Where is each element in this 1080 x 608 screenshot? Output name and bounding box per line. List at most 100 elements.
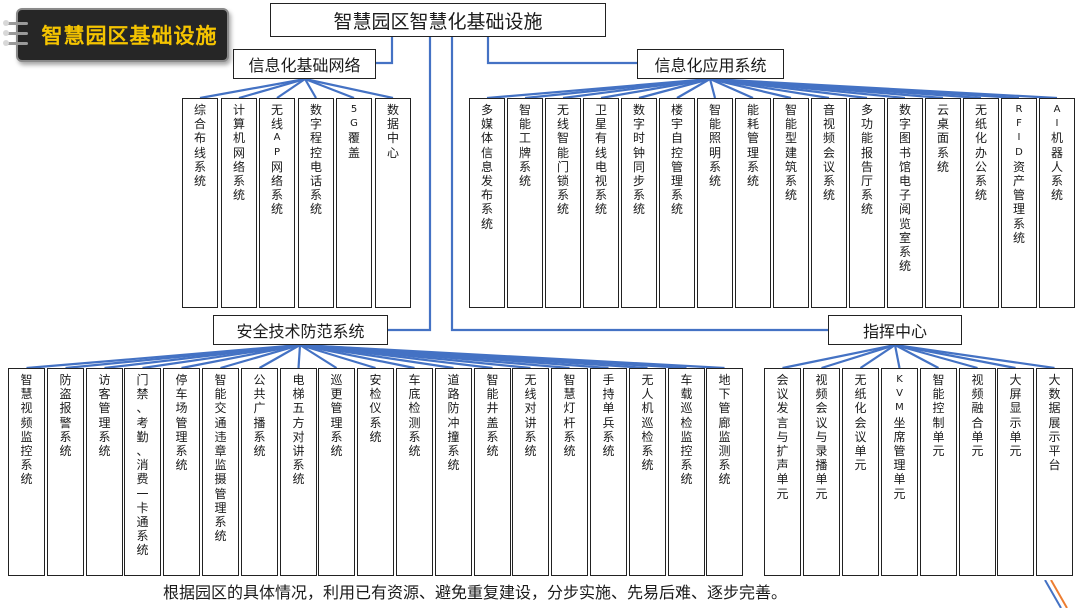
- pin-icon: [3, 40, 28, 46]
- leaf-label: 智能交通违章监摄管理系统: [214, 373, 227, 544]
- leaf-label: 公共广播系统: [253, 373, 266, 459]
- fan-line-security: [299, 343, 376, 370]
- leaf-command-7: 大数据展示平台: [1036, 368, 1073, 576]
- root-to-security-line: [388, 37, 432, 332]
- leaf-label: 手持单兵系统: [602, 373, 615, 459]
- leaf-apps-5: 楼宇自控管理系统: [659, 98, 695, 308]
- badge-title: 智慧园区基础设施: [41, 24, 218, 48]
- leaf-label: 智能工牌系统: [518, 103, 531, 189]
- leaf-command-4: 智能控制单元: [920, 368, 957, 576]
- fan-line-network: [238, 77, 306, 100]
- leaf-label: 综合布线系统: [193, 103, 206, 189]
- leaf-label: 能耗管理系统: [746, 103, 759, 189]
- leaf-label: 视频融合单元: [971, 373, 984, 459]
- fan-line-security: [299, 343, 725, 370]
- leaf-command-6: 大屏显示单元: [997, 368, 1034, 576]
- fan-line-network: [276, 78, 306, 99]
- fan-line-command: [894, 343, 978, 370]
- leaf-label: 卫星有线电视系统: [594, 103, 607, 217]
- group-command-label: 指挥中心: [862, 322, 927, 341]
- leaf-label: 智能井盖系统: [486, 373, 499, 459]
- leaf-security-1: 防盗报警系统: [47, 368, 84, 576]
- leaf-label: 会议发言与扩声单元: [776, 373, 789, 501]
- leaf-label: 无纸化办公系统: [974, 103, 987, 203]
- fan-line-command: [859, 344, 896, 369]
- leaf-security-10: 车底检测系统: [396, 368, 433, 576]
- leaf-label: 计算机网络系统: [232, 103, 245, 203]
- leaf-security-9: 安检仪系统: [357, 368, 394, 576]
- fan-line-apps: [638, 77, 711, 100]
- leaf-label: 数字图书馆电子阅览室系统: [898, 103, 911, 274]
- fan-line-command: [894, 344, 940, 369]
- fan-line-network: [304, 78, 317, 99]
- leaf-label: 数据中心: [386, 103, 399, 160]
- fan-line-apps: [709, 77, 1058, 100]
- leaf-apps-4: 数字时钟同步系统: [621, 98, 657, 308]
- leaf-security-8: 巡更管理系统: [318, 368, 355, 576]
- leaf-label: 视频会议与录播单元: [815, 373, 828, 501]
- leaf-label: 车载巡检监控系统: [680, 373, 693, 487]
- leaf-network-1: 计算机网络系统: [221, 98, 257, 308]
- leaf-security-18: 地下管廊监测系统: [706, 368, 743, 576]
- leaf-apps-1: 智能工牌系统: [507, 98, 543, 308]
- leaf-security-3: 门禁、考勤、消费一卡通系统: [124, 368, 161, 576]
- group-command: 指挥中心: [828, 315, 962, 345]
- leaf-apps-12: 云桌面系统: [925, 98, 961, 308]
- leaf-command-5: 视频融合单元: [959, 368, 996, 576]
- leaf-security-6: 公共广播系统: [241, 368, 278, 576]
- leaf-security-11: 道路防冲撞系统: [435, 368, 472, 576]
- leaf-label: 道路防冲撞系统: [447, 373, 460, 473]
- root-node-label: 智慧园区智慧化基础设施: [333, 10, 543, 33]
- group-apps-label: 信息化应用系统: [654, 56, 767, 75]
- leaf-label: 防盗报警系统: [59, 373, 72, 459]
- root-to-apps-line: [486, 37, 637, 65]
- leaf-label: 数字时钟同步系统: [632, 103, 645, 217]
- leaf-label: 巡更管理系统: [330, 373, 343, 459]
- leaf-security-7: 电梯五方对讲系统: [280, 368, 317, 576]
- leaf-apps-7: 能耗管理系统: [735, 98, 771, 308]
- leaf-network-3: 数字程控电话系统: [298, 98, 334, 308]
- fan-line-security: [181, 343, 301, 370]
- leaf-command-2: 无纸化会议单元: [842, 368, 879, 576]
- leaf-label: 无线对讲系统: [524, 373, 537, 459]
- fan-line-network: [304, 77, 394, 100]
- leaf-apps-9: 音视频会议系统: [811, 98, 847, 308]
- group-security-label: 安全技术防范系统: [236, 322, 365, 341]
- leaf-label: 访客管理系统: [98, 373, 111, 459]
- fan-line-apps: [708, 78, 717, 99]
- group-security: 安全技术防范系统: [213, 315, 388, 345]
- leaf-security-14: 智慧灯杆系统: [551, 368, 588, 576]
- leaf-security-0: 智慧视频监控系统: [8, 368, 45, 576]
- group-apps: 信息化应用系统: [637, 49, 784, 79]
- fan-line-security: [220, 343, 301, 370]
- fan-line-command: [894, 343, 1055, 370]
- leaf-apps-11: 数字图书馆电子阅览室系统: [887, 98, 923, 308]
- leaf-label: 车底检测系统: [408, 373, 421, 459]
- leaf-label: 智能型建筑系统: [784, 103, 797, 203]
- leaf-apps-0: 多媒体信息发布系统: [469, 98, 505, 308]
- leaf-security-5: 智能交通违章监摄管理系统: [202, 368, 239, 576]
- leaf-label: 智慧视频监控系统: [20, 373, 33, 487]
- fan-line-command: [821, 343, 896, 370]
- root-to-network-line: [376, 37, 394, 65]
- pin-icon: [3, 20, 28, 26]
- leaf-label: 多功能报告厅系统: [860, 103, 873, 217]
- leaf-label: 智能控制单元: [932, 373, 945, 459]
- fan-line-apps: [676, 78, 711, 99]
- leaf-label: 大数据展示平台: [1048, 373, 1061, 473]
- leaf-label: 门禁、考勤、消费一卡通系统: [136, 373, 149, 558]
- pin-icon: [3, 30, 28, 36]
- root-node: 智慧园区智慧化基础设施: [270, 3, 606, 37]
- leaf-label: 无人机巡检系统: [641, 373, 654, 473]
- leaf-security-13: 无线对讲系统: [512, 368, 549, 576]
- fan-line-security: [258, 344, 301, 369]
- title-badge: 智慧园区基础设施: [16, 8, 229, 62]
- leaf-label: 多媒体信息发布系统: [480, 103, 493, 231]
- leaf-command-1: 视频会议与录播单元: [803, 368, 840, 576]
